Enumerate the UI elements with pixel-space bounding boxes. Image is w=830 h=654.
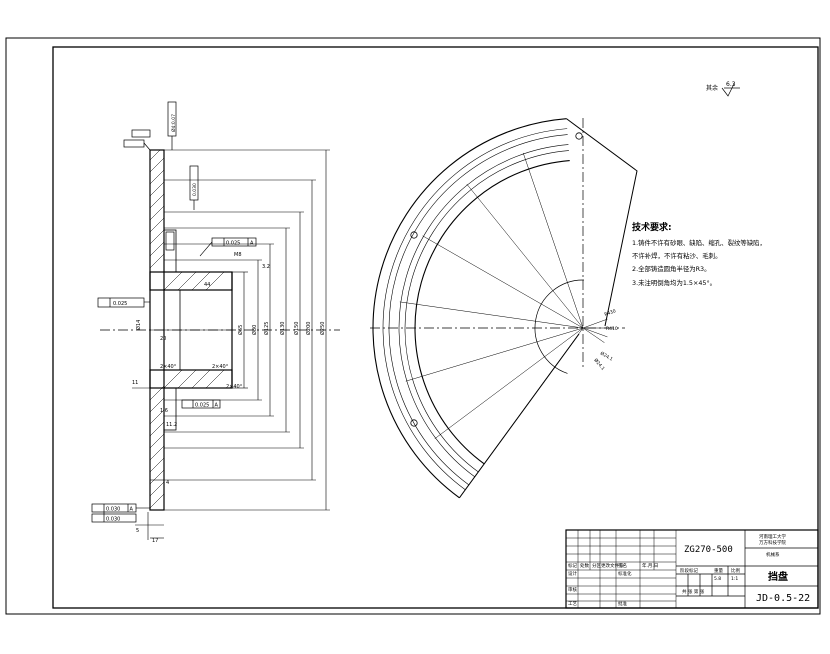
svg-text:处数: 处数 [580, 562, 589, 569]
svg-text:A: A [215, 403, 219, 409]
dim-chamfer3: 2×40° [226, 384, 243, 390]
tech-note-3: 2.全部铸造圆角半径为R3。 [632, 264, 711, 273]
fcf-3: 0.025 A [181, 399, 221, 409]
section-view: Ø65 Ø80 Ø125 Ø130 Ø150 Ø200 Ø250 44 20 2… [91, 101, 340, 544]
dim-phi5: Ø150 [293, 322, 300, 335]
fan-end-edge [566, 118, 638, 327]
inner-frame [52, 46, 819, 609]
svg-text:比例: 比例 [731, 567, 740, 574]
dim-d4: 4 [166, 480, 169, 486]
svg-text:标准化: 标准化 [618, 570, 632, 577]
svg-text:更改文件号: 更改文件号 [601, 562, 624, 569]
fan-ray [422, 235, 584, 329]
dim-leader [582, 318, 608, 329]
hub-arc [534, 279, 585, 374]
fan-arc [388, 134, 568, 486]
fan-ray [473, 327, 584, 478]
svg-text:A: A [250, 241, 254, 247]
tech-note-1: 1.铸件不许有砂眼、缺陷、缩孔、裂纹等缺陷， [632, 238, 766, 247]
svg-text:共 张 第 张: 共 张 第 张 [682, 588, 705, 595]
svg-text:Ø4:0.07: Ø4:0.07 [170, 114, 177, 132]
fan-view: R430 R410 Ø24.1 Ø24.1 [370, 118, 638, 499]
svg-text:0.025: 0.025 [195, 403, 209, 409]
svg-text:工艺: 工艺 [568, 601, 577, 607]
fan-ray [522, 152, 584, 329]
svg-text:标记: 标记 [568, 562, 577, 569]
school-line-2: 万方科技学院 [759, 539, 786, 546]
dim-r4: Ø24.1 [592, 357, 606, 372]
bolt-hole [410, 419, 418, 427]
dim-m: M8 [234, 252, 242, 258]
dim-r3: Ø24.1 [599, 350, 614, 363]
svg-text:A: A [130, 507, 134, 513]
fan-arc [404, 150, 569, 473]
fcf-1: 0.025 A [199, 237, 257, 257]
dim-d44: 44 [204, 282, 210, 288]
tech-requirements: 技术要求: 1.铸件不许有砂眼、缺陷、缩孔、裂纹等缺陷， 不许补焊，不许有粘沙、… [632, 221, 766, 287]
svg-text:设计: 设计 [568, 570, 577, 577]
dim-phi4: Ø130 [279, 322, 286, 335]
fan-ray [399, 301, 584, 329]
dim-chamfer1: 2×40° [160, 364, 177, 370]
dim-phi1: Ø65 [237, 325, 244, 335]
fan-ray [434, 327, 584, 439]
fan-ray [405, 327, 584, 382]
dim-d17: 17 [152, 538, 158, 544]
dim-chamfer2: 2×40° [212, 364, 229, 370]
tech-note-4: 3.未注明倒角均为1.5×45°。 [632, 278, 716, 287]
fan-arc [398, 144, 569, 478]
dim-phi6: Ø200 [305, 322, 312, 335]
fan-arc [372, 118, 567, 499]
fan-ray [466, 183, 584, 329]
svg-text:0.025: 0.025 [226, 241, 240, 247]
fcf-2: 0.025 [97, 297, 150, 308]
dim-r1: R430 [604, 308, 617, 318]
fan-arc [382, 128, 568, 490]
svg-text:0.030: 0.030 [106, 507, 120, 513]
svg-text:阶段标记: 阶段标记 [680, 567, 698, 574]
dim-phi3: Ø125 [263, 322, 270, 335]
dim-d20: 20 [160, 336, 166, 342]
tech-note-2: 不许补焊，不许有粘沙、毛刺。 [632, 251, 721, 260]
tech-title: 技术要求: [632, 221, 672, 233]
svg-text:重量: 重量 [714, 567, 723, 574]
fcf-4: 0.030 A 0.030 [91, 503, 150, 523]
svg-text:5.8: 5.8 [714, 576, 721, 582]
drawing-number: JD-0.5-22 [756, 593, 810, 604]
dim-phi7: Ø250 [319, 322, 326, 335]
svg-text:0.030: 0.030 [192, 183, 198, 196]
svg-text:1.6: 1.6 [160, 408, 168, 414]
svg-text:0.030: 0.030 [106, 517, 120, 523]
svg-text:3.2: 3.2 [262, 264, 270, 270]
svg-text:1:1: 1:1 [731, 576, 738, 582]
roughness-note: 其余 6.3 [706, 81, 740, 97]
dim-r2: R410 [606, 326, 618, 332]
title-block: 标记 处数 分区 更改文件号 签名 年.月.日 设计 标准化 审核 工艺 批准 … [565, 529, 819, 609]
svg-text:签名: 签名 [618, 562, 627, 569]
dim-d11: 11 [132, 380, 138, 386]
outer-frame [5, 37, 821, 615]
school-line-1: 河南理工大学 [759, 533, 786, 540]
dim-d5: 5 [136, 528, 139, 534]
school-line-3: 机械系 [766, 551, 780, 558]
svg-text:分区: 分区 [592, 562, 601, 569]
bolt-hole [410, 231, 418, 239]
svg-text:批准: 批准 [618, 600, 627, 607]
dim-d11-2: 11.2 [166, 422, 177, 428]
svg-text:审核: 审核 [568, 586, 577, 593]
bolt-hole [575, 132, 583, 140]
svg-text:其余: 其余 [706, 84, 718, 92]
svg-text:0.025: 0.025 [113, 301, 127, 307]
svg-text:年.月.日: 年.月.日 [642, 562, 658, 569]
dim-phi2: Ø80 [251, 325, 258, 335]
part-name: 挡盘 [768, 570, 788, 583]
dim-leader [582, 327, 608, 338]
dim-leader [582, 327, 605, 343]
material-code: ZG270-500 [684, 545, 733, 555]
svg-text:6.3: 6.3 [726, 81, 736, 88]
fan-arc [414, 159, 570, 465]
dim-phi-small: Ø14 [135, 320, 142, 330]
